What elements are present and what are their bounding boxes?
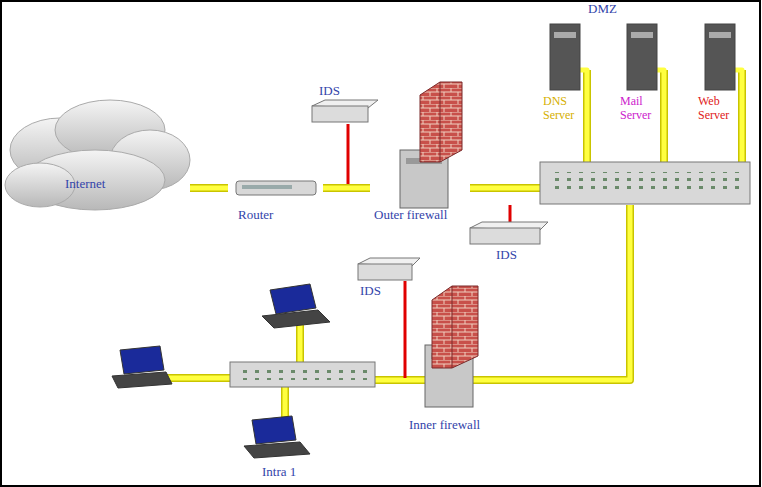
device-label: IDS bbox=[496, 248, 536, 262]
network-device: Router bbox=[228, 165, 323, 225]
network-device: Inner firewall bbox=[405, 280, 500, 438]
network-device: Mail Server bbox=[617, 8, 661, 138]
device-label: Inner firewall bbox=[409, 418, 499, 432]
network-wire bbox=[323, 188, 370, 189]
device-label: Outer firewall bbox=[374, 208, 470, 222]
device-label: IDS bbox=[319, 84, 369, 98]
device-label: Router bbox=[238, 208, 318, 222]
network-device: IDS bbox=[305, 84, 380, 126]
network-device: IDS bbox=[352, 256, 402, 304]
device-label: Web Server bbox=[698, 94, 738, 122]
zone-label: DMZ bbox=[588, 2, 617, 16]
network-device: Outer firewall bbox=[370, 78, 470, 226]
device-label: IDS bbox=[360, 284, 394, 298]
network-wire bbox=[190, 188, 228, 189]
zone-label: Intra 1 bbox=[262, 465, 296, 479]
device-label: Mail Server bbox=[620, 94, 660, 122]
network-device: IDS bbox=[470, 220, 550, 268]
network-device: Web Server bbox=[695, 8, 739, 138]
network-device: Internet bbox=[5, 105, 190, 215]
device-label: Internet bbox=[65, 177, 175, 191]
device-label: DNS Server bbox=[543, 94, 583, 122]
network-device: DNS Server bbox=[540, 8, 584, 138]
